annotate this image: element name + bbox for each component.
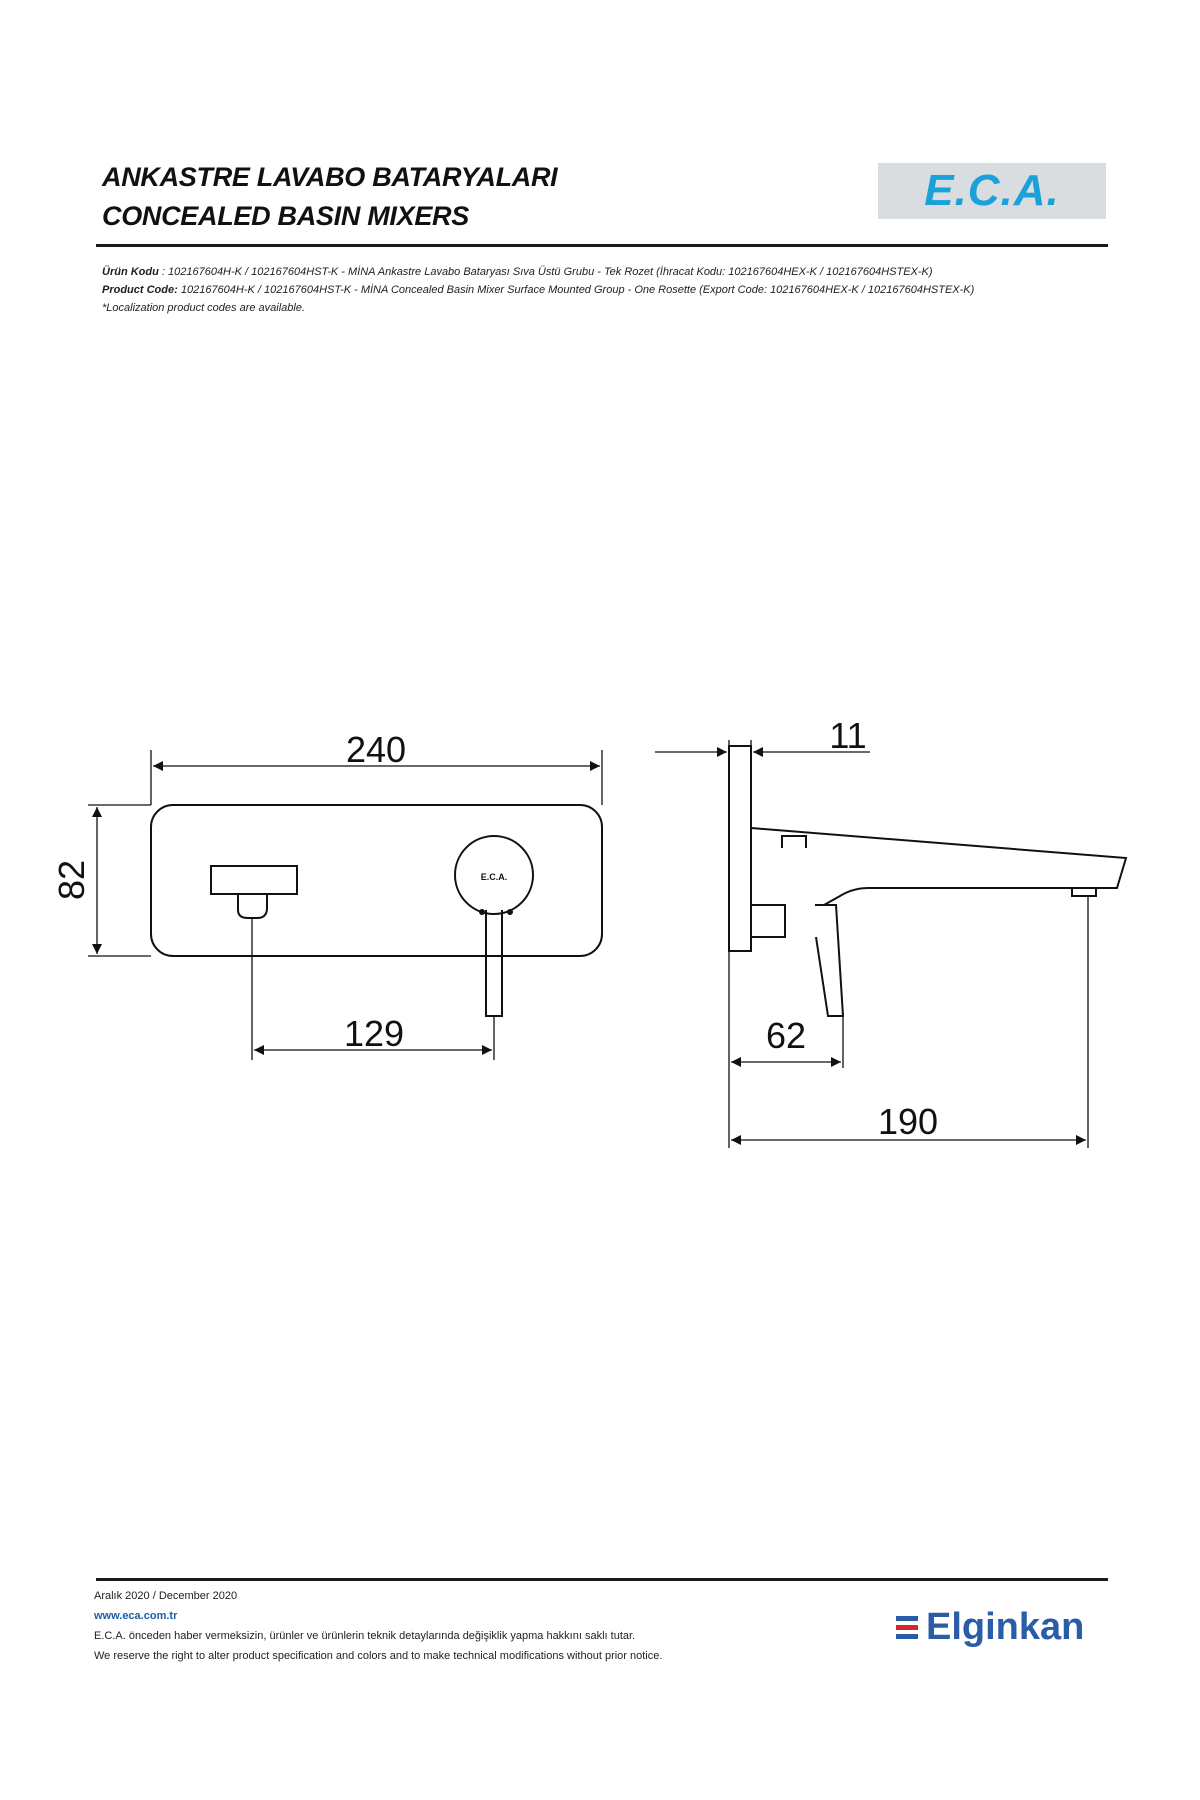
document-title-en: CONCEALED BASIN MIXERS (102, 201, 469, 231)
side-spout (750, 826, 1128, 906)
eca-logo: E.C.A. (878, 163, 1106, 219)
elginkan-logo-mark (896, 1616, 918, 1639)
handle-dot-left (479, 909, 485, 915)
footer-date: Aralık 2020 / December 2020 (94, 1590, 238, 1602)
mixer-handle (454, 835, 534, 1017)
spout-outlet (210, 865, 298, 919)
document-title-tr: ANKASTRE LAVABO BATARYALARI (102, 162, 558, 192)
elginkan-logo-text: Elginkan (926, 1606, 1085, 1648)
product-code-en: Product Code: 102167604H-K / 102167604HS… (102, 284, 974, 296)
handle-dot-right (507, 909, 513, 915)
footer-website-link[interactable]: www.eca.com.tr (94, 1610, 178, 1622)
header-divider (96, 244, 1108, 247)
product-code-en-text: 102167604H-K / 102167604HST-K - MİNA Con… (180, 284, 975, 296)
side-handle (750, 904, 845, 1017)
elginkan-logo: Elginkan (896, 1606, 1084, 1649)
dim-label-handle: 62 (766, 1015, 806, 1056)
dim-label-width: 240 (346, 729, 406, 770)
footer-divider (96, 1578, 1108, 1581)
footer-disclaimer-tr: E.C.A. önceden haber vermeksizin, ürünle… (94, 1630, 636, 1642)
dim-label-height: 82 (51, 860, 92, 900)
product-code-tr-text: : 102167604H-K / 102167604HST-K - MİNA A… (161, 266, 933, 278)
product-code-en-label: Product Code: (102, 284, 178, 296)
product-code-tr: Ürün Kodu : 102167604H-K / 102167604HST-… (102, 266, 933, 278)
handle-logo-text: E.C.A. (481, 872, 508, 882)
dim-label-spacing: 129 (344, 1013, 404, 1054)
product-code-tr-label: Ürün Kodu (102, 266, 159, 278)
side-rosette-plate (728, 745, 752, 952)
dim-label-depth: 11 (829, 715, 866, 756)
footer-disclaimer-en: We reserve the right to alter product sp… (94, 1650, 663, 1662)
localization-note: *Localization product codes are availabl… (102, 302, 306, 314)
dim-label-spout: 190 (878, 1101, 938, 1142)
front-rosette-plate (150, 804, 603, 957)
eca-logo-text: E.C.A. (924, 166, 1060, 215)
